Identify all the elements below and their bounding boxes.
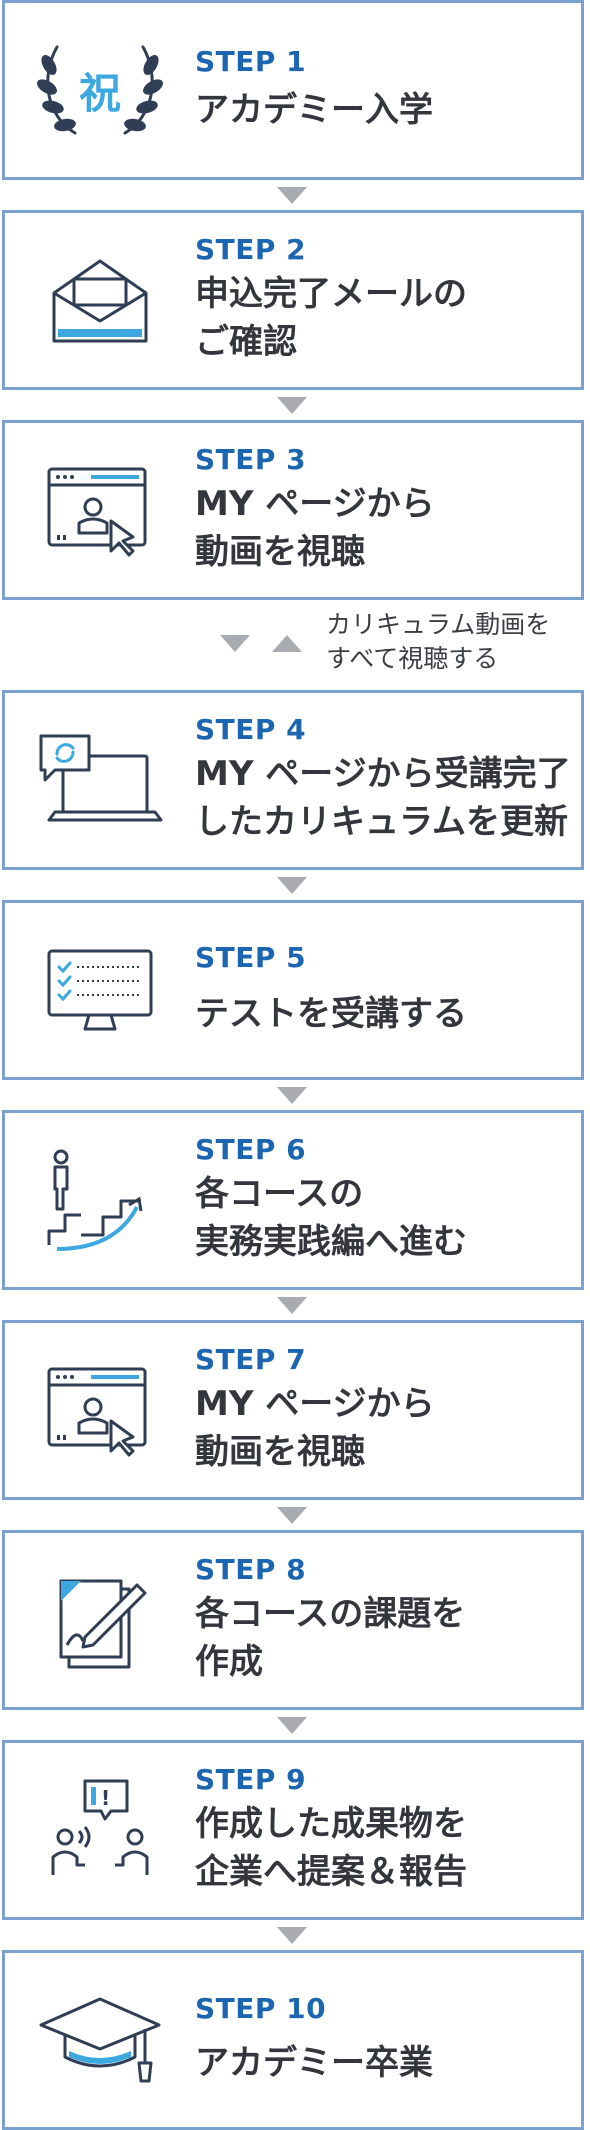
step-label: STEP 3 — [195, 442, 307, 476]
down-arrow-icon — [277, 397, 307, 414]
notebook-pen-icon — [25, 1533, 175, 1707]
step-title: テストを受講する — [195, 994, 467, 1035]
down-arrow-icon — [277, 1717, 307, 1734]
step-title: 申込完了メールの ご確認 — [195, 274, 467, 363]
down-arrow-icon — [220, 635, 250, 652]
step-card-6: STEP 6 各コースの 実務実践編へ進む — [2, 1110, 584, 1290]
step-card-9: ! STEP 9 作成した成果物を 企業へ提案＆報告 — [2, 1740, 584, 1920]
down-arrow-icon — [277, 1087, 307, 1104]
step-label: STEP 9 — [195, 1762, 307, 1796]
step-label: STEP 10 — [195, 1991, 327, 2025]
step-title: アカデミー卒業 — [195, 2043, 433, 2084]
envelope-icon — [25, 213, 175, 387]
stairs-progress-icon — [25, 1113, 175, 1287]
down-arrow-icon — [277, 1507, 307, 1524]
step-title: 作成した成果物を 企業へ提案＆報告 — [195, 1804, 467, 1893]
svg-text:!: ! — [101, 1786, 110, 1810]
step-card-4: STEP 4 MY ページから受講完了 したカリキュラムを更新 — [2, 690, 584, 870]
video-browser-icon — [25, 423, 175, 597]
step-card-10: STEP 10 アカデミー卒業 — [2, 1950, 584, 2130]
step-title: 各コースの 実務実践編へ進む — [195, 1174, 467, 1263]
loop-note: カリキュラム動画を すべて視聴する — [326, 610, 551, 673]
step-title: 各コースの課題を 作成 — [195, 1594, 466, 1683]
step-title: アカデミー入学 — [195, 90, 433, 131]
step-card-3: STEP 3 MY ページから 動画を視聴 — [2, 420, 584, 600]
step-label: STEP 5 — [195, 940, 307, 974]
step-label: STEP 2 — [195, 232, 307, 266]
video-browser-icon — [25, 1323, 175, 1497]
celebration-laurel-icon: 祝 — [25, 3, 175, 177]
step-card-5: STEP 5 テストを受講する — [2, 900, 584, 1080]
up-arrow-icon — [272, 635, 302, 652]
monitor-checklist-icon — [25, 903, 175, 1077]
step-label: STEP 6 — [195, 1132, 307, 1166]
step-title: MY ページから 動画を視聴 — [195, 484, 435, 573]
laptop-update-icon — [25, 693, 175, 867]
step-card-1: 祝 STEP 1 アカデミー入学 — [2, 0, 584, 180]
presentation-people-icon: ! — [25, 1743, 175, 1917]
down-arrow-icon — [277, 187, 307, 204]
step-label: STEP 1 — [195, 44, 307, 78]
graduation-cap-icon — [25, 1953, 175, 2127]
step-card-7: STEP 7 MY ページから 動画を視聴 — [2, 1320, 584, 1500]
step-card-2: STEP 2 申込完了メールの ご確認 — [2, 210, 584, 390]
step-label: STEP 8 — [195, 1552, 307, 1586]
down-arrow-icon — [277, 877, 307, 894]
step-label: STEP 7 — [195, 1342, 307, 1376]
step-card-8: STEP 8 各コースの課題を 作成 — [2, 1530, 584, 1710]
down-arrow-icon — [277, 1297, 307, 1314]
step-label: STEP 4 — [195, 712, 307, 746]
down-arrow-icon — [277, 1927, 307, 1944]
celebration-char: 祝 — [78, 68, 121, 118]
step-title: MY ページから受講完了 したカリキュラムを更新 — [195, 754, 571, 843]
step-title: MY ページから 動画を視聴 — [195, 1384, 435, 1473]
